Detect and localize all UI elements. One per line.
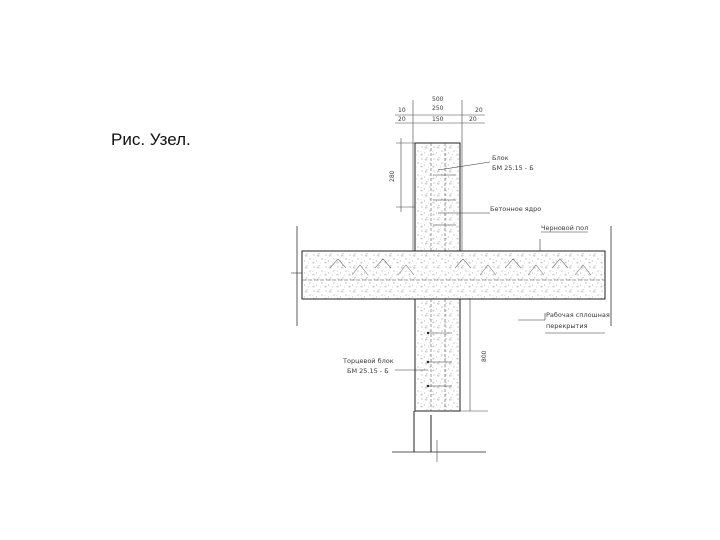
dimension-left-vertical: 280 xyxy=(389,170,396,182)
foundation-stub xyxy=(392,411,486,462)
dimension-top-4: 500 xyxy=(432,96,444,103)
label-lower-block-line1: Торцевой блок xyxy=(342,357,394,365)
lower-wall-block xyxy=(414,298,461,412)
dimension-right-vertical: 800 xyxy=(481,350,488,362)
label-slab-line1: Рабочая сплошная xyxy=(546,311,610,319)
leader-lines xyxy=(395,161,605,371)
dimension-top-6: 150 xyxy=(432,116,444,123)
label-concrete-core: Бетонное ядро xyxy=(490,205,541,213)
label-lower-block-line2: БМ 25.15 - Б xyxy=(347,367,389,375)
dimension-top-2: 250 xyxy=(432,105,444,112)
figure-caption: Рис. Узел. xyxy=(111,130,191,149)
label-insulation: Черновой пол xyxy=(541,224,588,232)
dimension-row-2-left: 20 xyxy=(398,116,406,123)
label-slab-line2: перекрытия xyxy=(546,322,588,330)
dimension-top-3: 20 xyxy=(475,107,483,114)
dimension-row-2-right: 20 xyxy=(469,116,477,123)
dimension-top-1: 10 xyxy=(398,107,406,114)
label-upper-block-line2: БМ 25.15 - Б xyxy=(492,164,534,172)
floor-slab xyxy=(301,250,606,300)
dimension-lines xyxy=(395,100,488,412)
label-upper-block-line1: Блок xyxy=(492,154,509,162)
section-boundary-lines xyxy=(291,226,612,326)
upper-wall-block xyxy=(414,142,461,252)
